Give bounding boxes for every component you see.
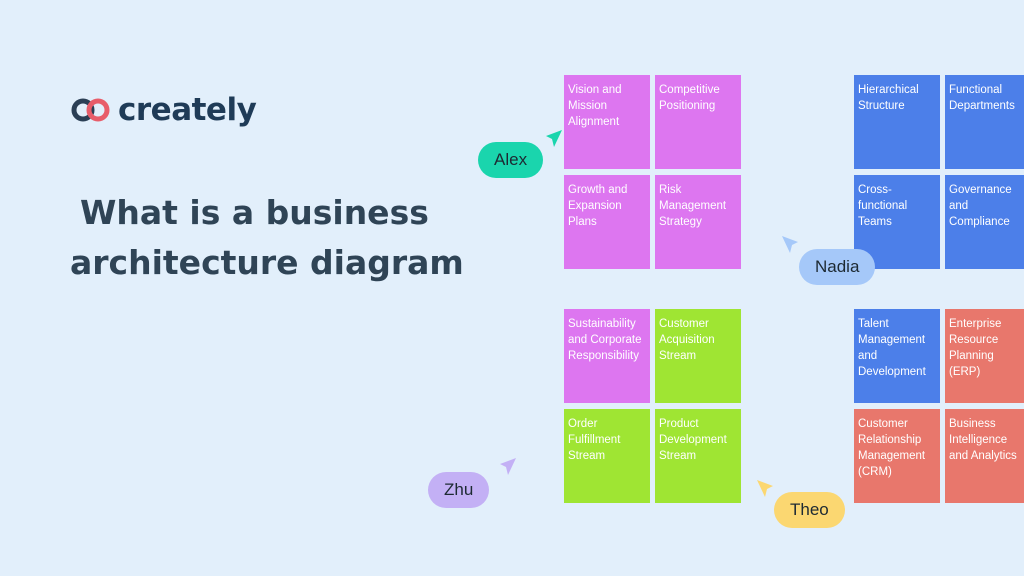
- creately-logo-icon: [71, 98, 110, 122]
- sticky-note-hierarchical-structure[interactable]: Hierarchical Structure: [854, 75, 940, 169]
- page-title: What is a business architecture diagram: [70, 188, 490, 288]
- creately-logo: creately: [70, 92, 257, 128]
- sticky-note-customer-acquisition[interactable]: Customer Acquisition Stream: [655, 309, 741, 403]
- sticky-note-order-fulfillment[interactable]: Order Fulfillment Stream: [564, 409, 650, 503]
- page-title-line-2: architecture diagram: [70, 243, 464, 282]
- page-title-line-1: What is a business: [80, 193, 429, 232]
- sticky-note-growth-expansion[interactable]: Growth and Expansion Plans: [564, 175, 650, 269]
- sticky-note-governance-compliance[interactable]: Governance and Compliance: [945, 175, 1024, 269]
- collaborator-tag-theo: Theo: [774, 492, 845, 528]
- zhu-cursor-icon: [500, 458, 516, 475]
- collaborator-tag-alex: Alex: [478, 142, 544, 178]
- sticky-note-competitive-positioning[interactable]: Competitive Positioning: [655, 75, 741, 169]
- brand-name: creately: [118, 92, 257, 128]
- sticky-note-crm[interactable]: Customer Relationship Management (CRM): [854, 409, 940, 503]
- sticky-note-talent-management[interactable]: Talent Management and Development: [854, 309, 940, 403]
- sticky-note-business-intelligence[interactable]: Business Intelligence and Analytics: [945, 409, 1024, 503]
- sticky-note-erp[interactable]: Enterprise Resource Planning (ERP): [945, 309, 1024, 403]
- sticky-note-product-development[interactable]: Product Development Stream: [655, 409, 741, 503]
- sticky-note-vision-mission[interactable]: Vision and Mission Alignment: [564, 75, 650, 169]
- collaborator-tag-nadia: Nadia: [799, 249, 876, 285]
- sticky-note-risk-management[interactable]: Risk Management Strategy: [655, 175, 741, 269]
- sticky-note-functional-departments[interactable]: Functional Departments: [945, 75, 1024, 169]
- theo-cursor-icon: [757, 480, 773, 497]
- alex-cursor-icon: [546, 130, 562, 147]
- sticky-note-sustainability[interactable]: Sustainability and Corporate Responsibil…: [564, 309, 650, 403]
- collaborator-tag-zhu: Zhu: [428, 472, 490, 508]
- nadia-cursor-icon: [782, 236, 798, 253]
